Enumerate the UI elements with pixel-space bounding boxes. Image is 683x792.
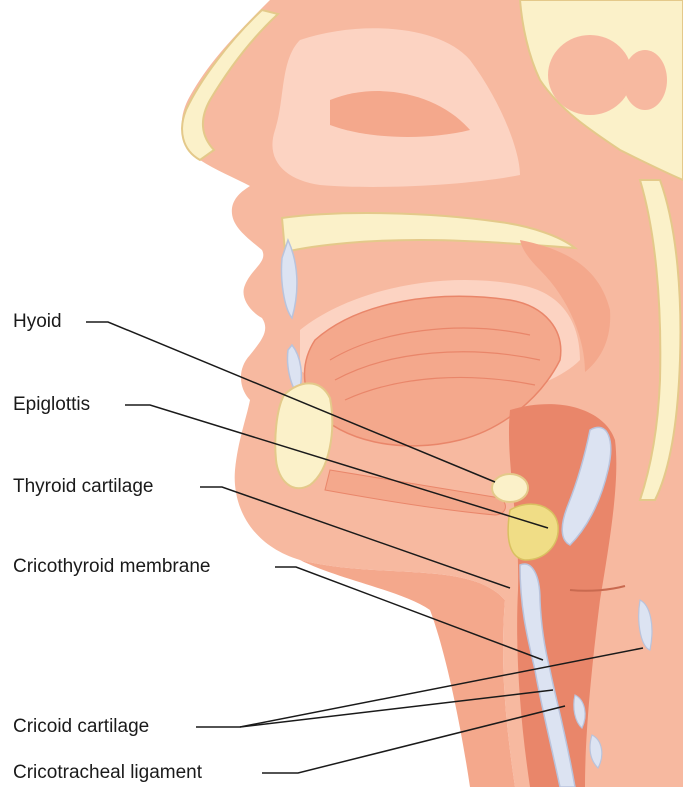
- neck-region: [300, 560, 515, 787]
- label-cricoid-cartilage: Cricoid cartilage: [13, 716, 149, 738]
- label-thyroid-cartilage: Thyroid cartilage: [13, 476, 153, 498]
- label-cricothyroid-membrane: Cricothyroid membrane: [13, 556, 210, 578]
- hyoid-bone: [492, 474, 528, 502]
- sinus-chamber: [623, 50, 667, 110]
- label-hyoid: Hyoid: [13, 311, 62, 333]
- label-cricotracheal-ligament: Cricotracheal ligament: [13, 762, 202, 784]
- sphenoid-sinus: [548, 35, 632, 115]
- label-epiglottis: Epiglottis: [13, 394, 90, 416]
